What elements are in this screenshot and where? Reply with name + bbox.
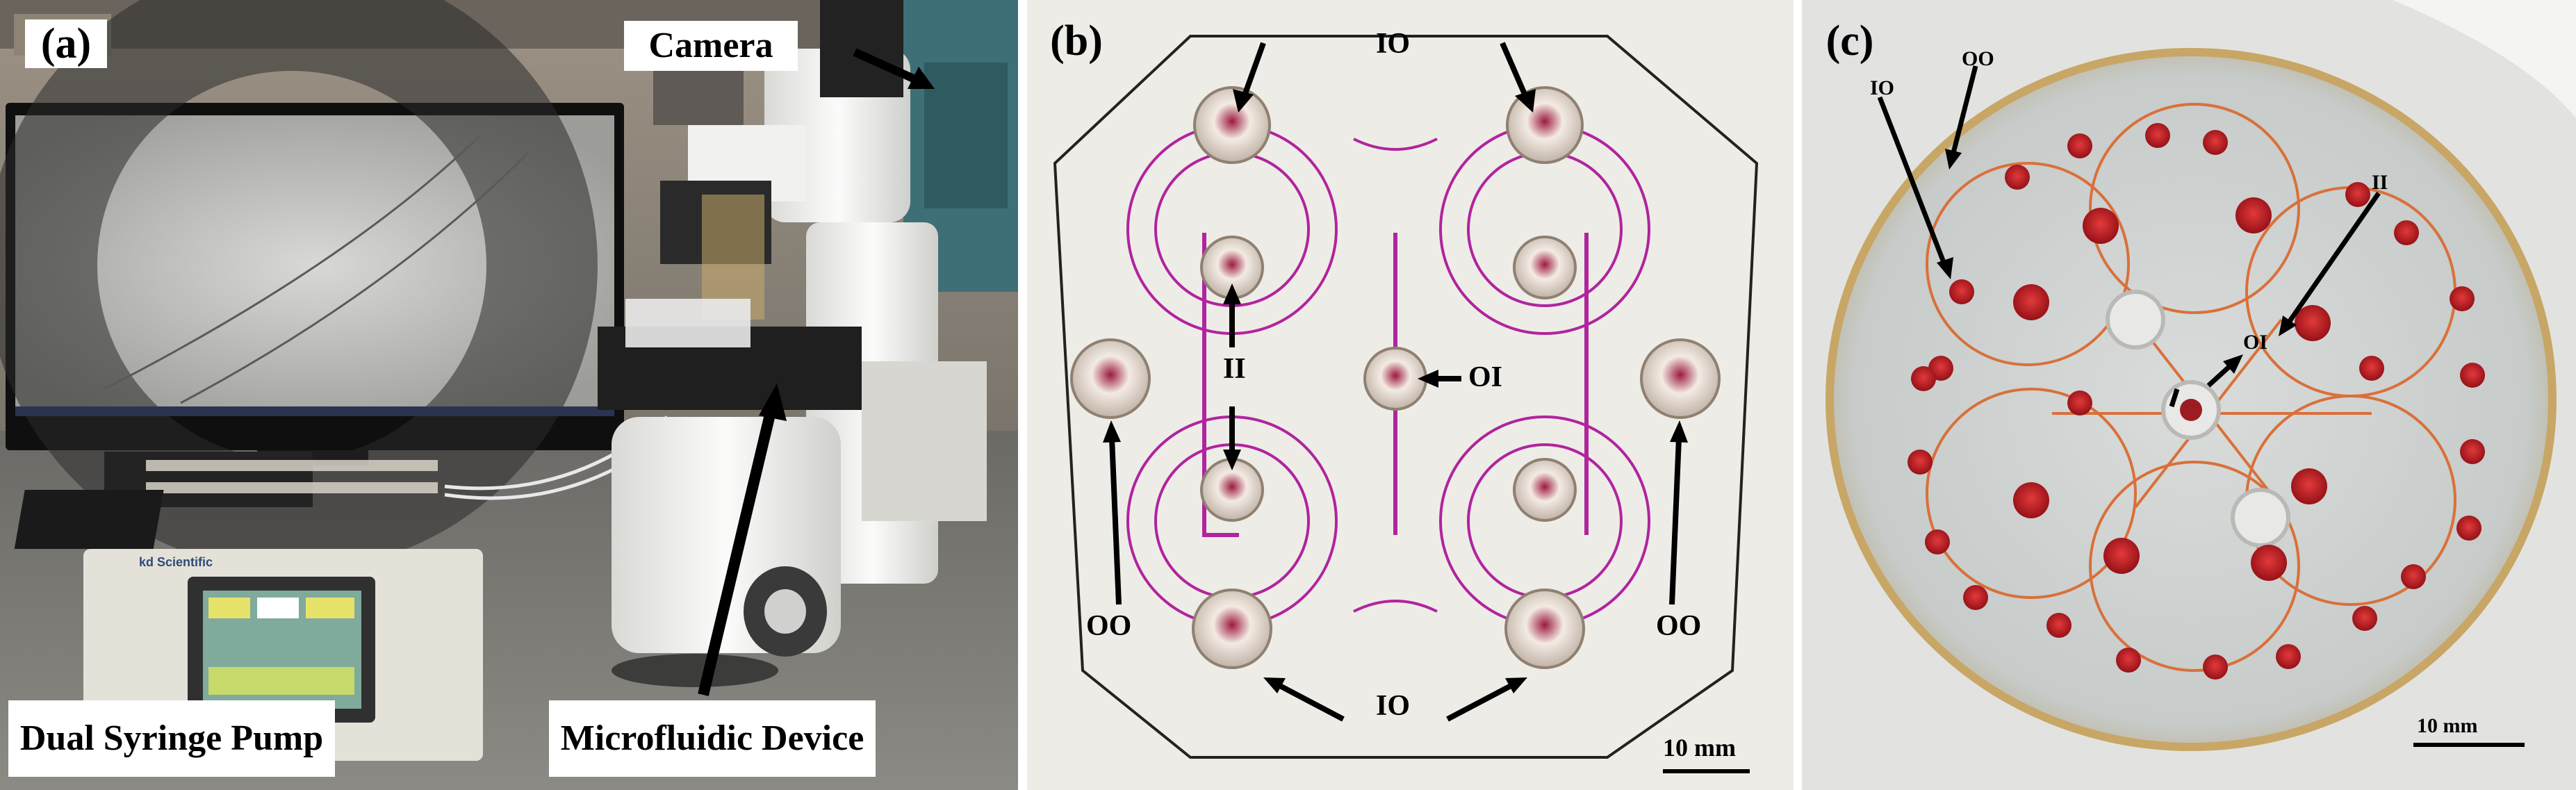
red-reservoirs	[1908, 123, 2485, 680]
label-oi-c: OI	[2243, 331, 2268, 354]
panel-b-device-photo: (b) IO IO II OI OO OO 10 mm	[1027, 0, 1794, 790]
label-dual-syringe-pump: Dual Syringe Pump	[8, 700, 335, 777]
setup-scene: kd Scientific	[0, 0, 1018, 790]
panel-letter-b: (b)	[1050, 17, 1103, 65]
device-b-scene	[1027, 0, 1794, 790]
scale-label-c: 10 mm	[2417, 714, 2478, 737]
ports	[1070, 86, 1721, 669]
label-microfluidic-device: Microfluidic Device	[549, 700, 876, 777]
scale-label-b: 10 mm	[1663, 734, 1736, 762]
panel-c-device-photo: (c) IO OO II OI 10 mm	[1802, 0, 2576, 790]
label-oo-c: OO	[1962, 47, 1994, 70]
label-oi: OI	[1468, 361, 1503, 393]
annotation-arrows	[1103, 42, 1688, 722]
camera-head	[820, 0, 903, 97]
label-camera: Camera	[624, 21, 798, 71]
device-outline	[1053, 35, 1759, 759]
panel-a-setup-photo: kd Scientific (a) Camera Dual Syringe Pu…	[0, 0, 1018, 790]
label-ii: II	[1223, 353, 1246, 385]
label-oo-right: OO	[1656, 610, 1702, 642]
device-c-scene	[1802, 0, 2576, 790]
panel-letter-a: (a)	[25, 19, 107, 68]
label-io-c: IO	[1870, 76, 1895, 99]
label-oo-left: OO	[1086, 610, 1132, 642]
label-io-bottom: IO	[1376, 690, 1411, 722]
panel-letter-c: (c)	[1826, 17, 1874, 65]
annotation-arrows-c	[1877, 65, 2381, 408]
spiral-channels	[1926, 103, 2456, 672]
label-ii-c: II	[2372, 171, 2388, 194]
pump-brand: kd Scientific	[139, 555, 213, 569]
label-io-top: IO	[1376, 28, 1411, 60]
